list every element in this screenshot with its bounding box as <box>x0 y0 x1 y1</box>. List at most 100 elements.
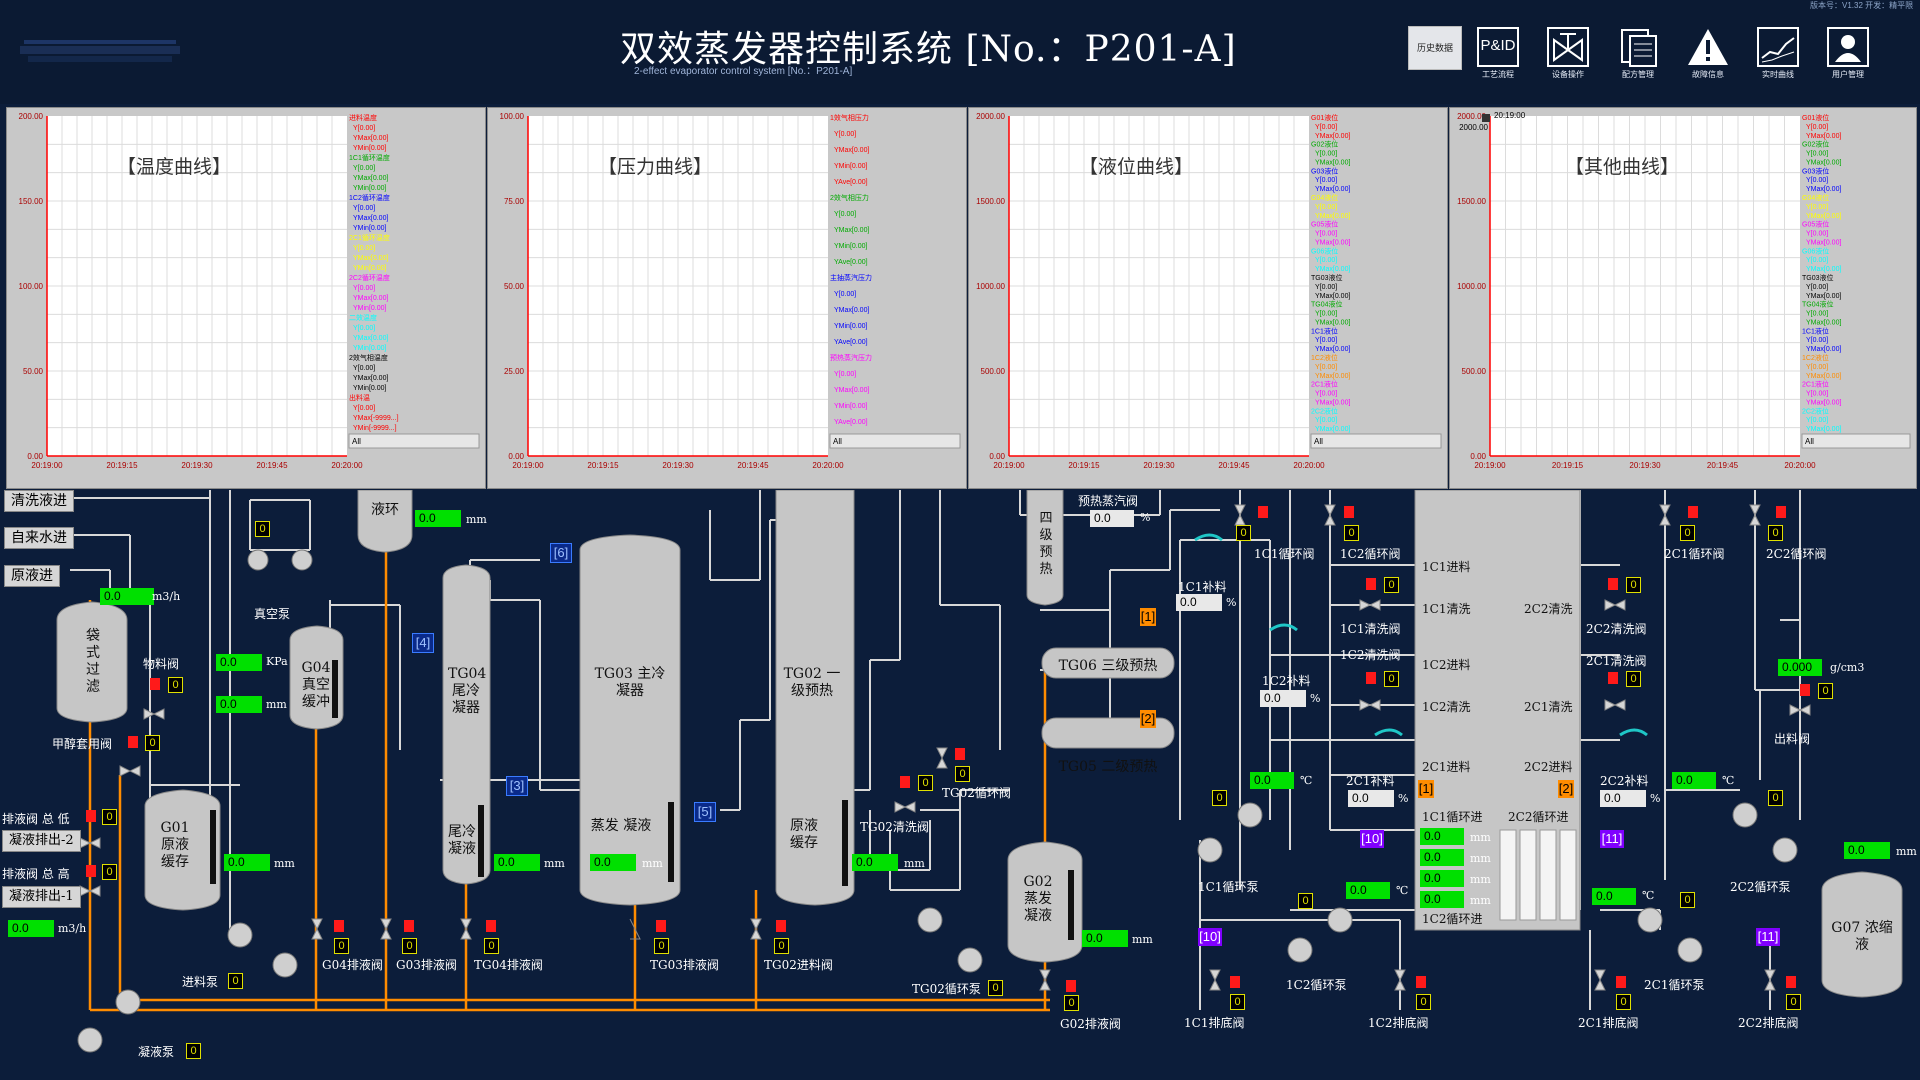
legend-series-value: Y[0.00] <box>1315 231 1337 238</box>
e-fill2-value[interactable]: 0.0 <box>1600 790 1646 807</box>
tag-4[interactable]: [4] <box>412 633 434 653</box>
c2-bottom-state: 0 <box>1416 994 1431 1010</box>
tg02-feed-state: 0 <box>774 938 789 954</box>
e-circ1-label: 2C1循环阀 <box>1664 547 1725 561</box>
legend-series-value: YMax[0.00] <box>834 307 869 314</box>
tag-3[interactable]: [3] <box>506 776 528 796</box>
condensate-pump-state: 0 <box>186 1043 201 1059</box>
legend-series-name: G01液位 <box>1311 113 1338 122</box>
preheat-steam-value[interactable]: 0.0 <box>1090 510 1134 527</box>
legend-series-value: YMax[0.00] <box>834 147 869 154</box>
recipe-label: 配方管理 <box>1622 70 1654 79</box>
tg02-wash-valve-label: TG02清洗阀 <box>860 820 929 834</box>
c2-fill-value[interactable]: 0.0 <box>1260 690 1306 707</box>
tg02-circ-state: 0 <box>955 766 970 782</box>
x-tick-label: 20:19:00 <box>31 461 63 470</box>
legend-series-value: YAve[0.00] <box>834 259 868 266</box>
methanol-valve-state: 0 <box>145 735 160 751</box>
tag-1-orange[interactable]: [1] <box>1140 608 1156 626</box>
tag-1-effect[interactable]: [1] <box>1418 780 1434 798</box>
drain2-label: 凝液排出-2 <box>2 830 81 852</box>
c1-wash-state: 0 <box>1384 577 1399 593</box>
g07-vessel-label: G07 浓缩液 <box>1831 920 1893 953</box>
trend-button[interactable]: 实时曲线 <box>1746 26 1810 82</box>
fault-button[interactable]: 故障信息 <box>1676 26 1740 82</box>
e-temp1-value: 0.0 <box>1592 888 1636 905</box>
legend-series-value: Y[0.00] <box>1315 391 1337 398</box>
user-label: 用户管理 <box>1832 70 1864 79</box>
c1-fill-value[interactable]: 0.0 <box>1176 594 1222 611</box>
c2-circ-valve-label: 1C2循环阀 <box>1340 547 1401 561</box>
tg04-drain-alarm <box>486 920 496 932</box>
tg03-vessel-label: TG03 主冷凝器 <box>594 666 666 699</box>
tag-11-b[interactable]: [11] <box>1756 928 1780 946</box>
drain-high-state: 0 <box>102 864 117 880</box>
legend-series-value: YMin[0.00] <box>353 345 387 352</box>
drain-high-label: 排液阀 总 高 <box>2 867 70 881</box>
legend-series-name: G03液位 <box>1802 166 1829 175</box>
legend-series-name: 预热蒸汽压力 <box>830 353 872 362</box>
legend-series-name: 2C1循环温度 <box>349 233 390 242</box>
x-tick-label: 20:19:00 <box>993 461 1025 470</box>
d1-fill-value[interactable]: 0.0 <box>1348 790 1394 807</box>
legend-series-name: G02液位 <box>1802 140 1829 149</box>
tag-10-b[interactable]: [10] <box>1198 928 1222 946</box>
tag-2-orange[interactable]: [2] <box>1140 710 1156 728</box>
tag-10[interactable]: [10] <box>1360 830 1384 848</box>
legend-series-value: Y[0.00] <box>1315 364 1337 371</box>
legend-series-value: YMax[-9999...] <box>353 415 399 422</box>
legend-series-value: Y[0.00] <box>1315 284 1337 291</box>
tg02-bottom-label: 原液 缓存 <box>790 818 818 851</box>
g07-level-unit: mm <box>1896 845 1917 858</box>
header-bar <box>0 0 1920 104</box>
loop-level-unit: mm <box>466 513 487 526</box>
legend-series-name: G01液位 <box>1802 113 1829 122</box>
g04-drain-state: 0 <box>334 938 349 954</box>
legend-series-value: YMax[0.00] <box>1806 346 1841 353</box>
tag-2-effect[interactable]: [2] <box>1558 780 1574 798</box>
legend-series-value: YMin[0.00] <box>353 185 387 192</box>
pid-button[interactable]: P&ID 工艺流程 <box>1466 26 1530 82</box>
y-tick-label: 500.00 <box>981 367 1006 376</box>
legend-series-value: YMax[0.00] <box>353 175 388 182</box>
legend-series-name: 2效气相压力 <box>830 193 869 202</box>
discharge-state: 0 <box>1818 683 1833 699</box>
tg04-drain-label: TG04排液阀 <box>474 958 543 972</box>
legend-series-value: YMax[0.00] <box>1806 159 1841 166</box>
c2-circ-in-label: 1C2循环进 <box>1422 912 1483 926</box>
tag-11[interactable]: [11] <box>1600 830 1624 848</box>
legend-series-value: YMax[0.00] <box>1315 133 1350 140</box>
tag-5[interactable]: [5] <box>694 802 716 822</box>
legend-series-value: YMin[0.00] <box>353 145 387 152</box>
recipe-button[interactable]: 配方管理 <box>1606 26 1670 82</box>
user-button[interactable]: 用户管理 <box>1816 26 1880 82</box>
c2-fill-unit: % <box>1310 692 1321 705</box>
legend-series-value: YMax[0.00] <box>1806 319 1841 326</box>
density-unit: g/cm3 <box>1830 661 1865 674</box>
legend-all-box <box>348 433 480 449</box>
feed-pump-label: 进料泵 <box>182 975 219 989</box>
tg04-bottom-label: 尾冷 凝液 <box>448 824 476 857</box>
history-data-button[interactable]: 历史数据 <box>1408 26 1462 70</box>
raw-liquid-inlet-label: 原液进 <box>4 565 60 587</box>
y-tick-label: 2000.00 <box>976 112 1005 121</box>
equipment-button[interactable]: 设备操作 <box>1536 26 1600 82</box>
legend-series-value: Y[0.00] <box>353 285 375 292</box>
legend-series-name: G04液位 <box>1311 193 1338 202</box>
c1-temp-unit: ℃ <box>1300 774 1313 787</box>
e-circ2-state: 0 <box>1768 525 1783 541</box>
preheat-steam-label: 预热蒸汽阀 <box>1078 494 1139 508</box>
legend-all-label: All <box>1314 437 1323 446</box>
drain-flow-unit: m3/h <box>58 922 87 935</box>
g03-drain-alarm <box>404 920 414 932</box>
tag-6[interactable]: [6] <box>550 543 572 563</box>
g01-vessel-label: G01 原液 缓存 <box>160 820 190 870</box>
legend-series-value: Y[0.00] <box>1315 257 1337 264</box>
legend-all-box <box>1310 433 1442 449</box>
